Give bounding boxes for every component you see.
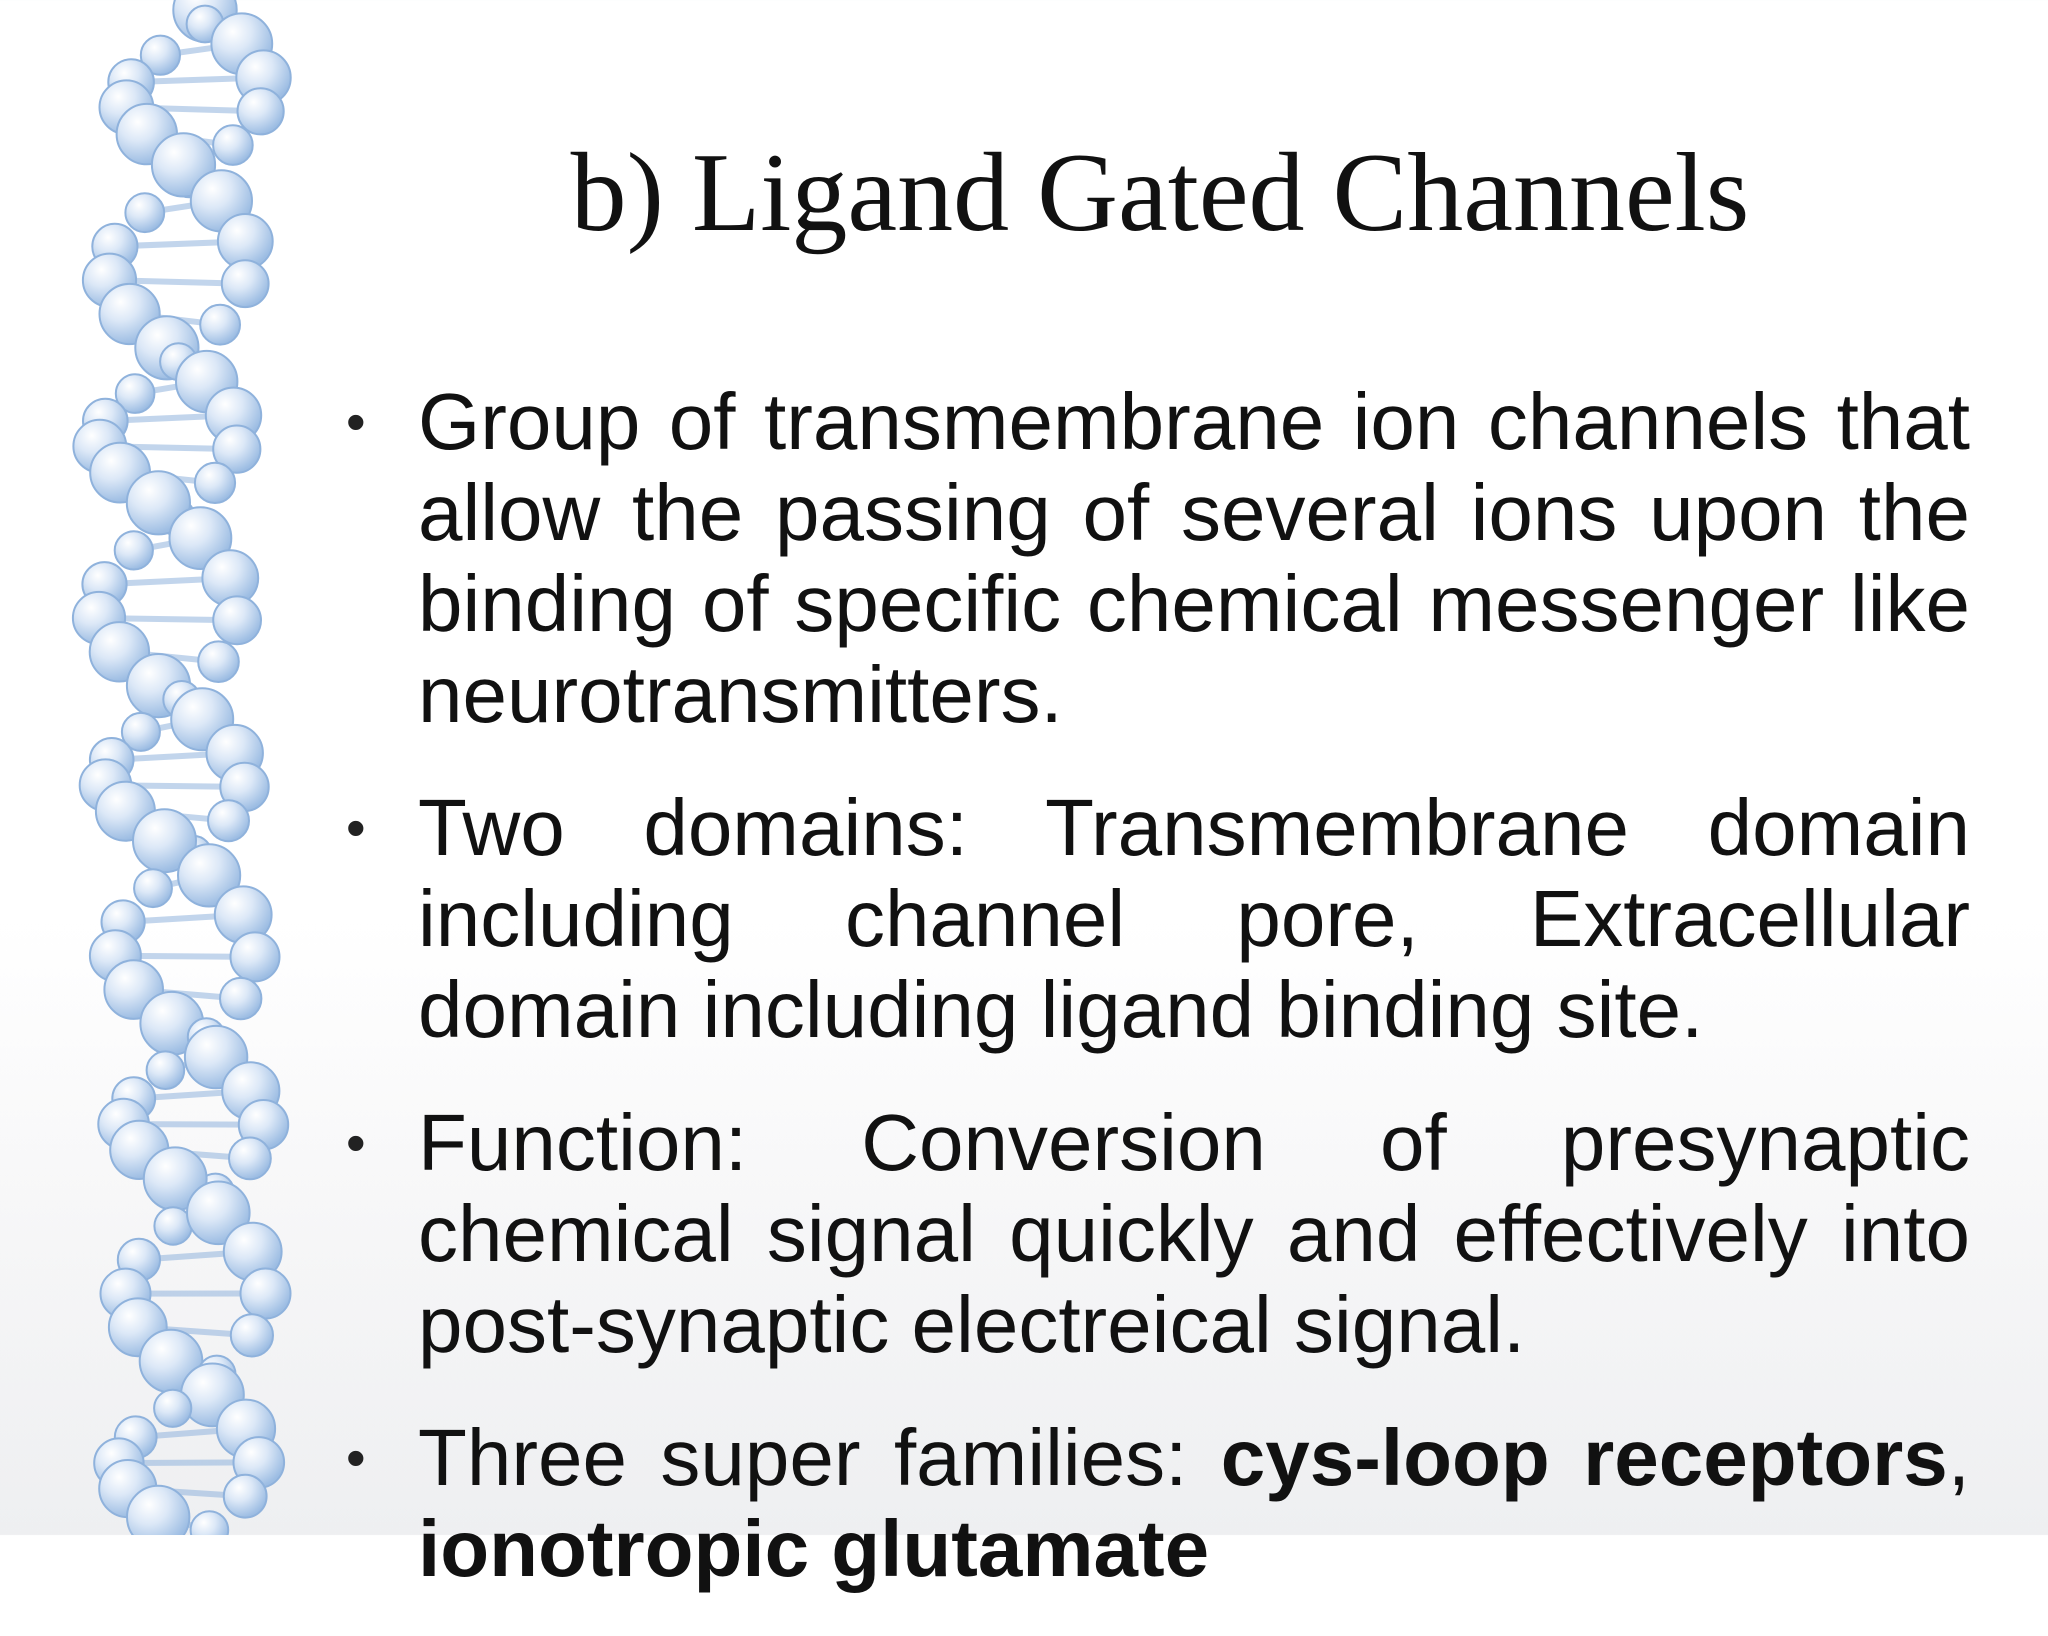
bullet-text-lead: Three super families: [418, 1413, 1221, 1502]
bullet-text-sep: , [1948, 1413, 1970, 1502]
dna-bead [231, 932, 280, 981]
dna-bead [195, 463, 235, 503]
bullet-item-1: • Group of transmembrane ion channels th… [340, 376, 1970, 740]
dna-bead [220, 978, 261, 1019]
bullet-list: • Group of transmembrane ion channels th… [340, 376, 1970, 1636]
dna-bead [213, 125, 253, 165]
dna-bead [208, 800, 249, 841]
dna-bead [154, 1390, 191, 1427]
bullet-bold-term: ionotropic glutamate [418, 1504, 1209, 1593]
dna-bead [238, 88, 284, 134]
bullet-marker: • [346, 376, 366, 467]
dna-helix-icon [0, 0, 360, 1535]
bullet-item-4: • Three super families: cys-loop recepto… [340, 1412, 1970, 1594]
dna-bead [200, 305, 240, 345]
dna-bead [115, 531, 153, 569]
dna-bead [125, 193, 164, 232]
dna-bead [241, 1269, 291, 1319]
dna-bead [231, 1314, 273, 1356]
slide-title: b) Ligand Gated Channels [330, 128, 1990, 258]
bullet-text: Group of transmembrane ion channels that… [418, 377, 1970, 739]
dna-bead [134, 869, 172, 907]
dna-bead [147, 1051, 185, 1089]
bullet-item-2: • Two domains: Transmembrane domain incl… [340, 782, 1970, 1055]
slide: b) Ligand Gated Channels • Group of tran… [0, 0, 2048, 1535]
dna-bead [224, 1475, 267, 1518]
dna-bead [213, 596, 261, 644]
dna-bead [191, 1511, 229, 1535]
bullet-marker: • [346, 1097, 366, 1188]
bullet-bold-term: cys-loop receptors [1221, 1413, 1948, 1502]
bullet-text: Function: Conversion of presynaptic chem… [418, 1098, 1970, 1369]
dna-bead [229, 1138, 271, 1180]
dna-bead [198, 641, 239, 682]
dna-bead [222, 260, 269, 307]
bullet-marker: • [346, 782, 366, 873]
bullet-text: Two domains: Transmembrane domain includ… [418, 783, 1970, 1054]
bullet-marker: • [346, 1412, 366, 1503]
bullet-item-3: • Function: Conversion of presynaptic ch… [340, 1097, 1970, 1370]
